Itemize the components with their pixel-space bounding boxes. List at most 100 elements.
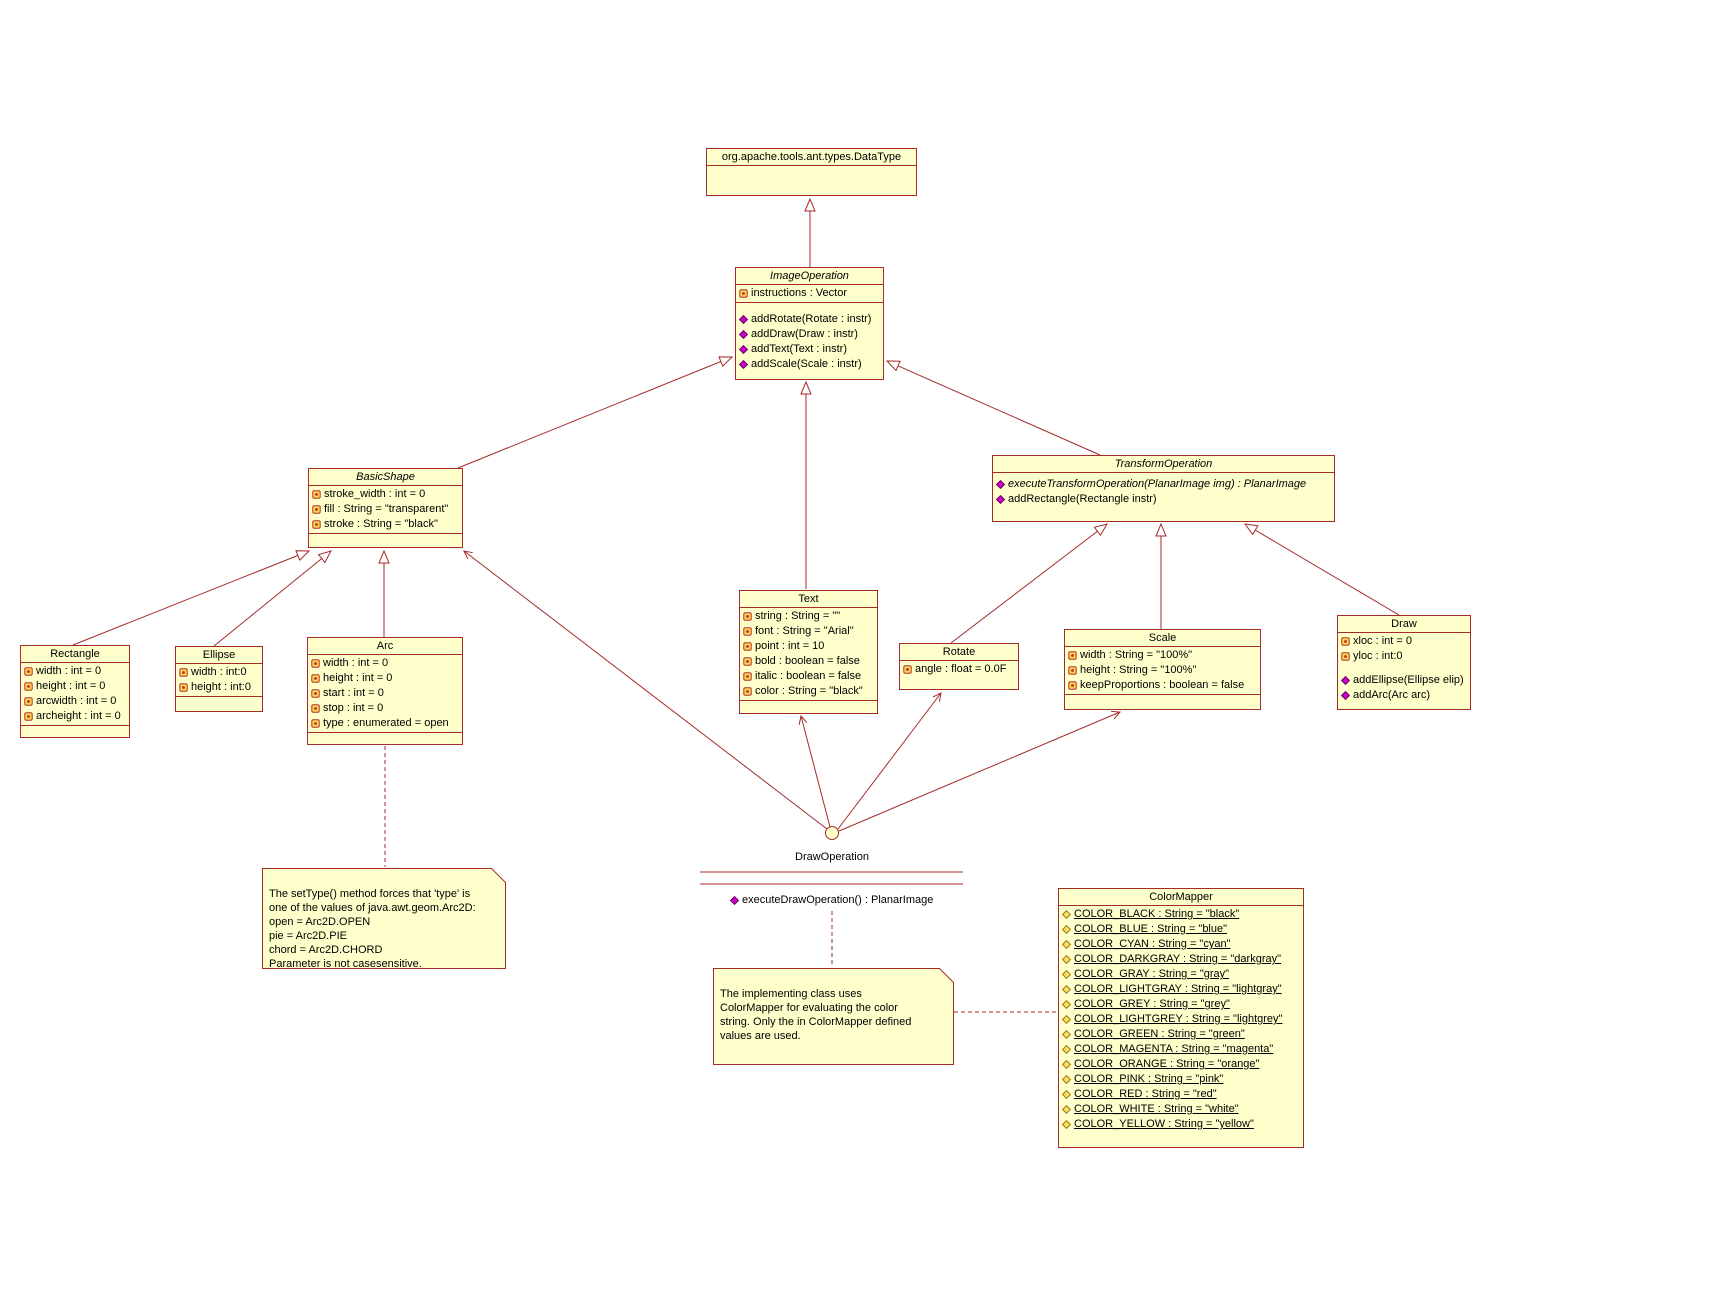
attribute-text: font : String = "Arial" [755,625,854,637]
attribute-row: fill : String = "transparent" [311,502,460,517]
attribute-text: yloc : int:0 [1353,650,1403,662]
attribute-icon [1340,637,1350,646]
attributes-compartment: angle : float = 0.0F [900,660,1018,689]
method-row: addRotate(Rotate : instr) [738,312,881,327]
static-attribute-row: COLOR_ORANGE : String = "orange" [1061,1057,1301,1072]
attribute-icon [178,683,188,692]
method-icon [729,896,739,905]
attribute-icon [742,642,752,651]
attribute-text: height : int:0 [191,681,251,693]
static-attribute-row: COLOR_YELLOW : String = "yellow" [1061,1117,1301,1132]
static-attribute-text: COLOR_WHITE : String = "white" [1074,1103,1239,1115]
attribute-icon [23,682,33,691]
attribute-row: keepProportions : boolean = false [1067,678,1258,693]
class-name: Text [798,593,819,605]
attribute-row: stroke_width : int = 0 [311,487,460,502]
class-colormapper[interactable]: ColorMapper COLOR_BLACK : String = "blac… [1058,888,1304,1148]
method-text: addScale(Scale : instr) [751,358,862,370]
interface-name[interactable]: DrawOperation [795,851,869,863]
attribute-icon [311,520,321,529]
class-transform-operation[interactable]: TransformOperation executeTransformOpera… [992,455,1335,522]
static-attribute-text: COLOR_YELLOW : String = "yellow" [1074,1118,1254,1130]
attribute-text: bold : boolean = false [755,655,860,667]
static-attribute-row: COLOR_WHITE : String = "white" [1061,1102,1301,1117]
attribute-row: instructions : Vector [738,286,881,301]
class-ellipse[interactable]: Ellipse width : int:0 height : int:0 [175,646,263,712]
attribute-icon [23,667,33,676]
attribute-row: italic : boolean = false [742,669,875,684]
static-attribute-icon [1061,1120,1071,1129]
class-text[interactable]: Text string : String = "" font : String … [739,590,878,714]
attributes-compartment: string : String = "" font : String = "Ar… [740,607,877,700]
class-name: Rectangle [50,648,100,660]
attribute-row: font : String = "Arial" [742,624,875,639]
attribute-text: width : int:0 [191,666,247,678]
attribute-row: width : int:0 [178,665,260,680]
attributes-compartment: instructions : Vector [736,284,883,302]
class-basic-shape[interactable]: BasicShape stroke_width : int = 0 fill :… [308,468,463,548]
static-attribute-row: COLOR_PINK : String = "pink" [1061,1072,1301,1087]
method-icon [738,345,748,354]
static-attribute-icon [1061,1015,1071,1024]
attribute-text: width : int = 0 [36,665,102,677]
attribute-icon [23,712,33,721]
class-draw[interactable]: Draw xloc : int = 0 yloc : int:0 addElli… [1337,615,1471,710]
note-arc-settype[interactable]: The setType() method forces that 'type' … [262,868,506,970]
static-attribute-text: COLOR_MAGENTA : String = "magenta" [1074,1043,1274,1055]
static-attribute-row: COLOR_CYAN : String = "cyan" [1061,937,1301,952]
attribute-text: fill : String = "transparent" [324,503,449,515]
attributes-compartment: width : int:0 height : int:0 [176,663,262,696]
static-attribute-row: COLOR_LIGHTGRAY : String = "lightgray" [1061,982,1301,997]
attribute-row: height : int = 0 [310,671,460,686]
static-attribute-text: COLOR_GRAY : String = "gray" [1074,968,1230,980]
attribute-icon [742,612,752,621]
static-attribute-text: COLOR_BLACK : String = "black" [1074,908,1240,920]
method-row: addArc(Arc arc) [1340,688,1468,703]
class-rectangle[interactable]: Rectangle width : int = 0 height : int =… [20,645,130,738]
class-image-operation[interactable]: ImageOperation instructions : Vector add… [735,267,884,380]
static-attribute-icon [1061,1090,1071,1099]
static-attribute-row: COLOR_GREEN : String = "green" [1061,1027,1301,1042]
static-attribute-row: COLOR_RED : String = "red" [1061,1087,1301,1102]
attribute-text: start : int = 0 [323,687,384,699]
attribute-text: stroke_width : int = 0 [324,488,426,500]
attribute-icon [178,668,188,677]
class-datatype[interactable]: org.apache.tools.ant.types.DataType [706,148,917,196]
static-attribute-icon [1061,1105,1071,1114]
attribute-text: width : String = "100%" [1080,649,1193,661]
static-attribute-icon [1061,925,1071,934]
note-colormapper-usage[interactable]: The implementing class uses ColorMapper … [713,968,954,1065]
class-arc[interactable]: Arc width : int = 0 height : int = 0 sta… [307,637,463,745]
attribute-row: width : int = 0 [23,664,127,679]
class-name: org.apache.tools.ant.types.DataType [721,151,902,163]
method-row: addRectangle(Rectangle instr) [995,492,1332,507]
attribute-row: point : int = 10 [742,639,875,654]
static-attribute-icon [1061,1030,1071,1039]
attribute-icon [310,674,320,683]
attribute-row: angle : float = 0.0F [902,662,1016,677]
attribute-row: arcwidth : int = 0 [23,694,127,709]
attributes-compartment: xloc : int = 0 yloc : int:0 [1338,632,1470,665]
class-name: Arc [376,640,394,652]
attribute-text: type : enumerated = open [323,717,449,729]
method-text: addRectangle(Rectangle instr) [1008,493,1157,505]
attribute-row: start : int = 0 [310,686,460,701]
static-attribute-row: COLOR_MAGENTA : String = "magenta" [1061,1042,1301,1057]
attributes-compartment: width : int = 0 height : int = 0 start :… [308,654,462,732]
static-attribute-text: COLOR_GREY : String = "grey" [1074,998,1230,1010]
method-text: executeDrawOperation() : PlanarImage [742,894,934,906]
static-attribute-row: COLOR_DARKGRAY : String = "darkgray" [1061,952,1301,967]
attribute-row: stop : int = 0 [310,701,460,716]
class-scale[interactable]: Scale width : String = "100%" height : S… [1064,629,1261,710]
static-attribute-text: COLOR_PINK : String = "pink" [1074,1073,1224,1085]
static-attribute-row: COLOR_LIGHTGREY : String = "lightgrey" [1061,1012,1301,1027]
class-rotate[interactable]: Rotate angle : float = 0.0F [899,643,1019,690]
static-attribute-icon [1061,1000,1071,1009]
attribute-icon [742,687,752,696]
method-row: executeTransformOperation(PlanarImage im… [995,477,1332,492]
attribute-text: arcwidth : int = 0 [36,695,117,707]
empty-methods-compartment [21,725,129,737]
methods-compartment: executeTransformOperation(PlanarImage im… [993,472,1334,521]
methods-compartment: addEllipse(Ellipse elip) addArc(Arc arc) [1338,665,1470,709]
